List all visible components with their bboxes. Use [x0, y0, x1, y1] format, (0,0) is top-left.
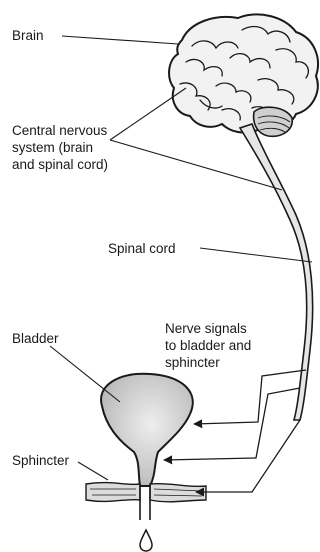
nerve-signals-label-line: to bladder and	[165, 337, 251, 354]
cns-label: Central nervous system (brain and spinal…	[12, 122, 108, 173]
nerve-signals-label: Nerve signals to bladder and sphincter	[165, 320, 251, 371]
cns-leader-line-brain	[110, 88, 186, 140]
cns-label-line: Central nervous	[12, 122, 108, 139]
brain-drawing	[169, 14, 318, 136]
spinal-cord-drawing	[240, 124, 313, 420]
bladder-leader-line	[50, 346, 120, 402]
sphincter-label: Sphincter	[12, 452, 69, 469]
bladder-label: Bladder	[12, 330, 59, 347]
spinal-cord-leader-line	[200, 248, 312, 262]
cns-label-line: system (brain	[12, 139, 108, 156]
urine-droplet-icon	[140, 530, 152, 551]
sphincter-drawing	[86, 483, 206, 520]
spinal-cord-label: Spinal cord	[108, 240, 176, 257]
nerve-arrow-bladder-wall	[194, 370, 306, 424]
nerve-arrow-sphincter	[196, 420, 300, 492]
brain-leader-line	[62, 36, 178, 44]
cns-label-line: and spinal cord)	[12, 156, 108, 173]
nerve-signals-label-line: sphincter	[165, 354, 251, 371]
nerve-signals-label-line: Nerve signals	[165, 320, 251, 337]
bladder-drawing	[101, 374, 193, 486]
sphincter-leader-line	[78, 462, 108, 480]
brain-label: Brain	[12, 27, 44, 44]
